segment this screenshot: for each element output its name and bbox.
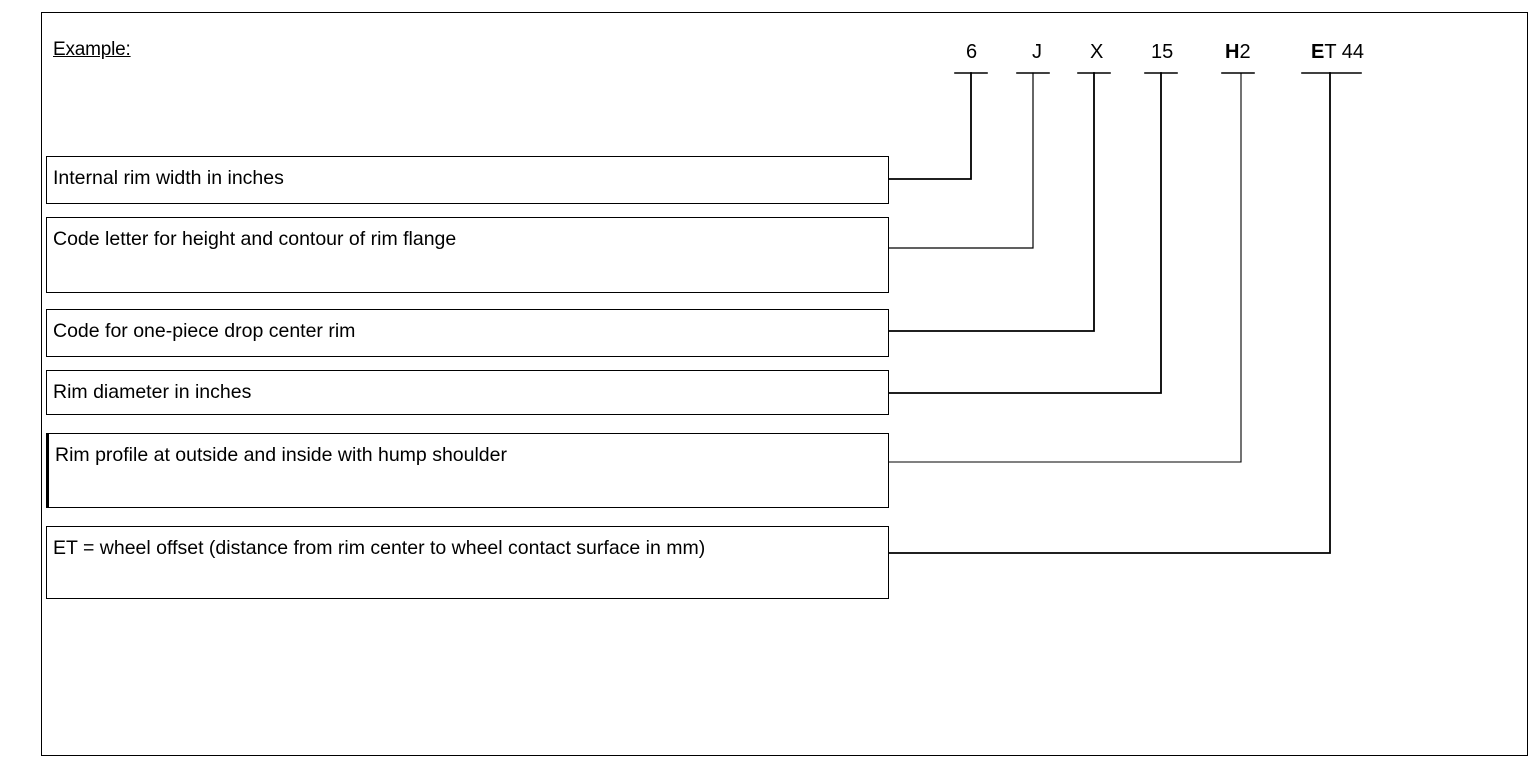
description-text: Rim profile at outside and inside with h… — [55, 444, 507, 466]
connector-offset — [888, 72, 1331, 554]
code-offset: ET 44 — [1311, 41, 1365, 63]
description-box-diameter: Rim diameter in inches — [46, 370, 889, 415]
code-flange: J — [1032, 41, 1042, 63]
description-box-offset: ET = wheel offset (distance from rim cen… — [46, 526, 889, 599]
connector-diameter — [888, 72, 1162, 394]
code-width: 6 — [966, 41, 978, 63]
connector-hump — [888, 72, 1242, 463]
description-text: Code letter for height and contour of ri… — [53, 228, 457, 250]
code-drop-center: X — [1090, 41, 1104, 63]
description-box-width: Internal rim width in inches — [46, 156, 889, 204]
connector-flange — [888, 72, 1034, 249]
description-box-drop-center: Code for one-piece drop center rim — [46, 309, 889, 357]
connector-width — [888, 72, 972, 180]
description-text: ET = wheel offset (distance from rim cen… — [53, 537, 706, 559]
description-text: Rim diameter in inches — [53, 381, 252, 403]
description-box-hump: Rim profile at outside and inside with h… — [46, 433, 889, 508]
description-text: Code for one-piece drop center rim — [53, 320, 356, 342]
example-title: Example: — [53, 39, 131, 60]
code-hump: H2 — [1225, 41, 1251, 63]
description-text: Internal rim width in inches — [53, 167, 284, 189]
diagram-frame — [41, 12, 1528, 756]
code-diameter: 15 — [1151, 41, 1174, 63]
connector-drop-center — [888, 72, 1095, 332]
description-box-flange: Code letter for height and contour of ri… — [46, 217, 889, 293]
